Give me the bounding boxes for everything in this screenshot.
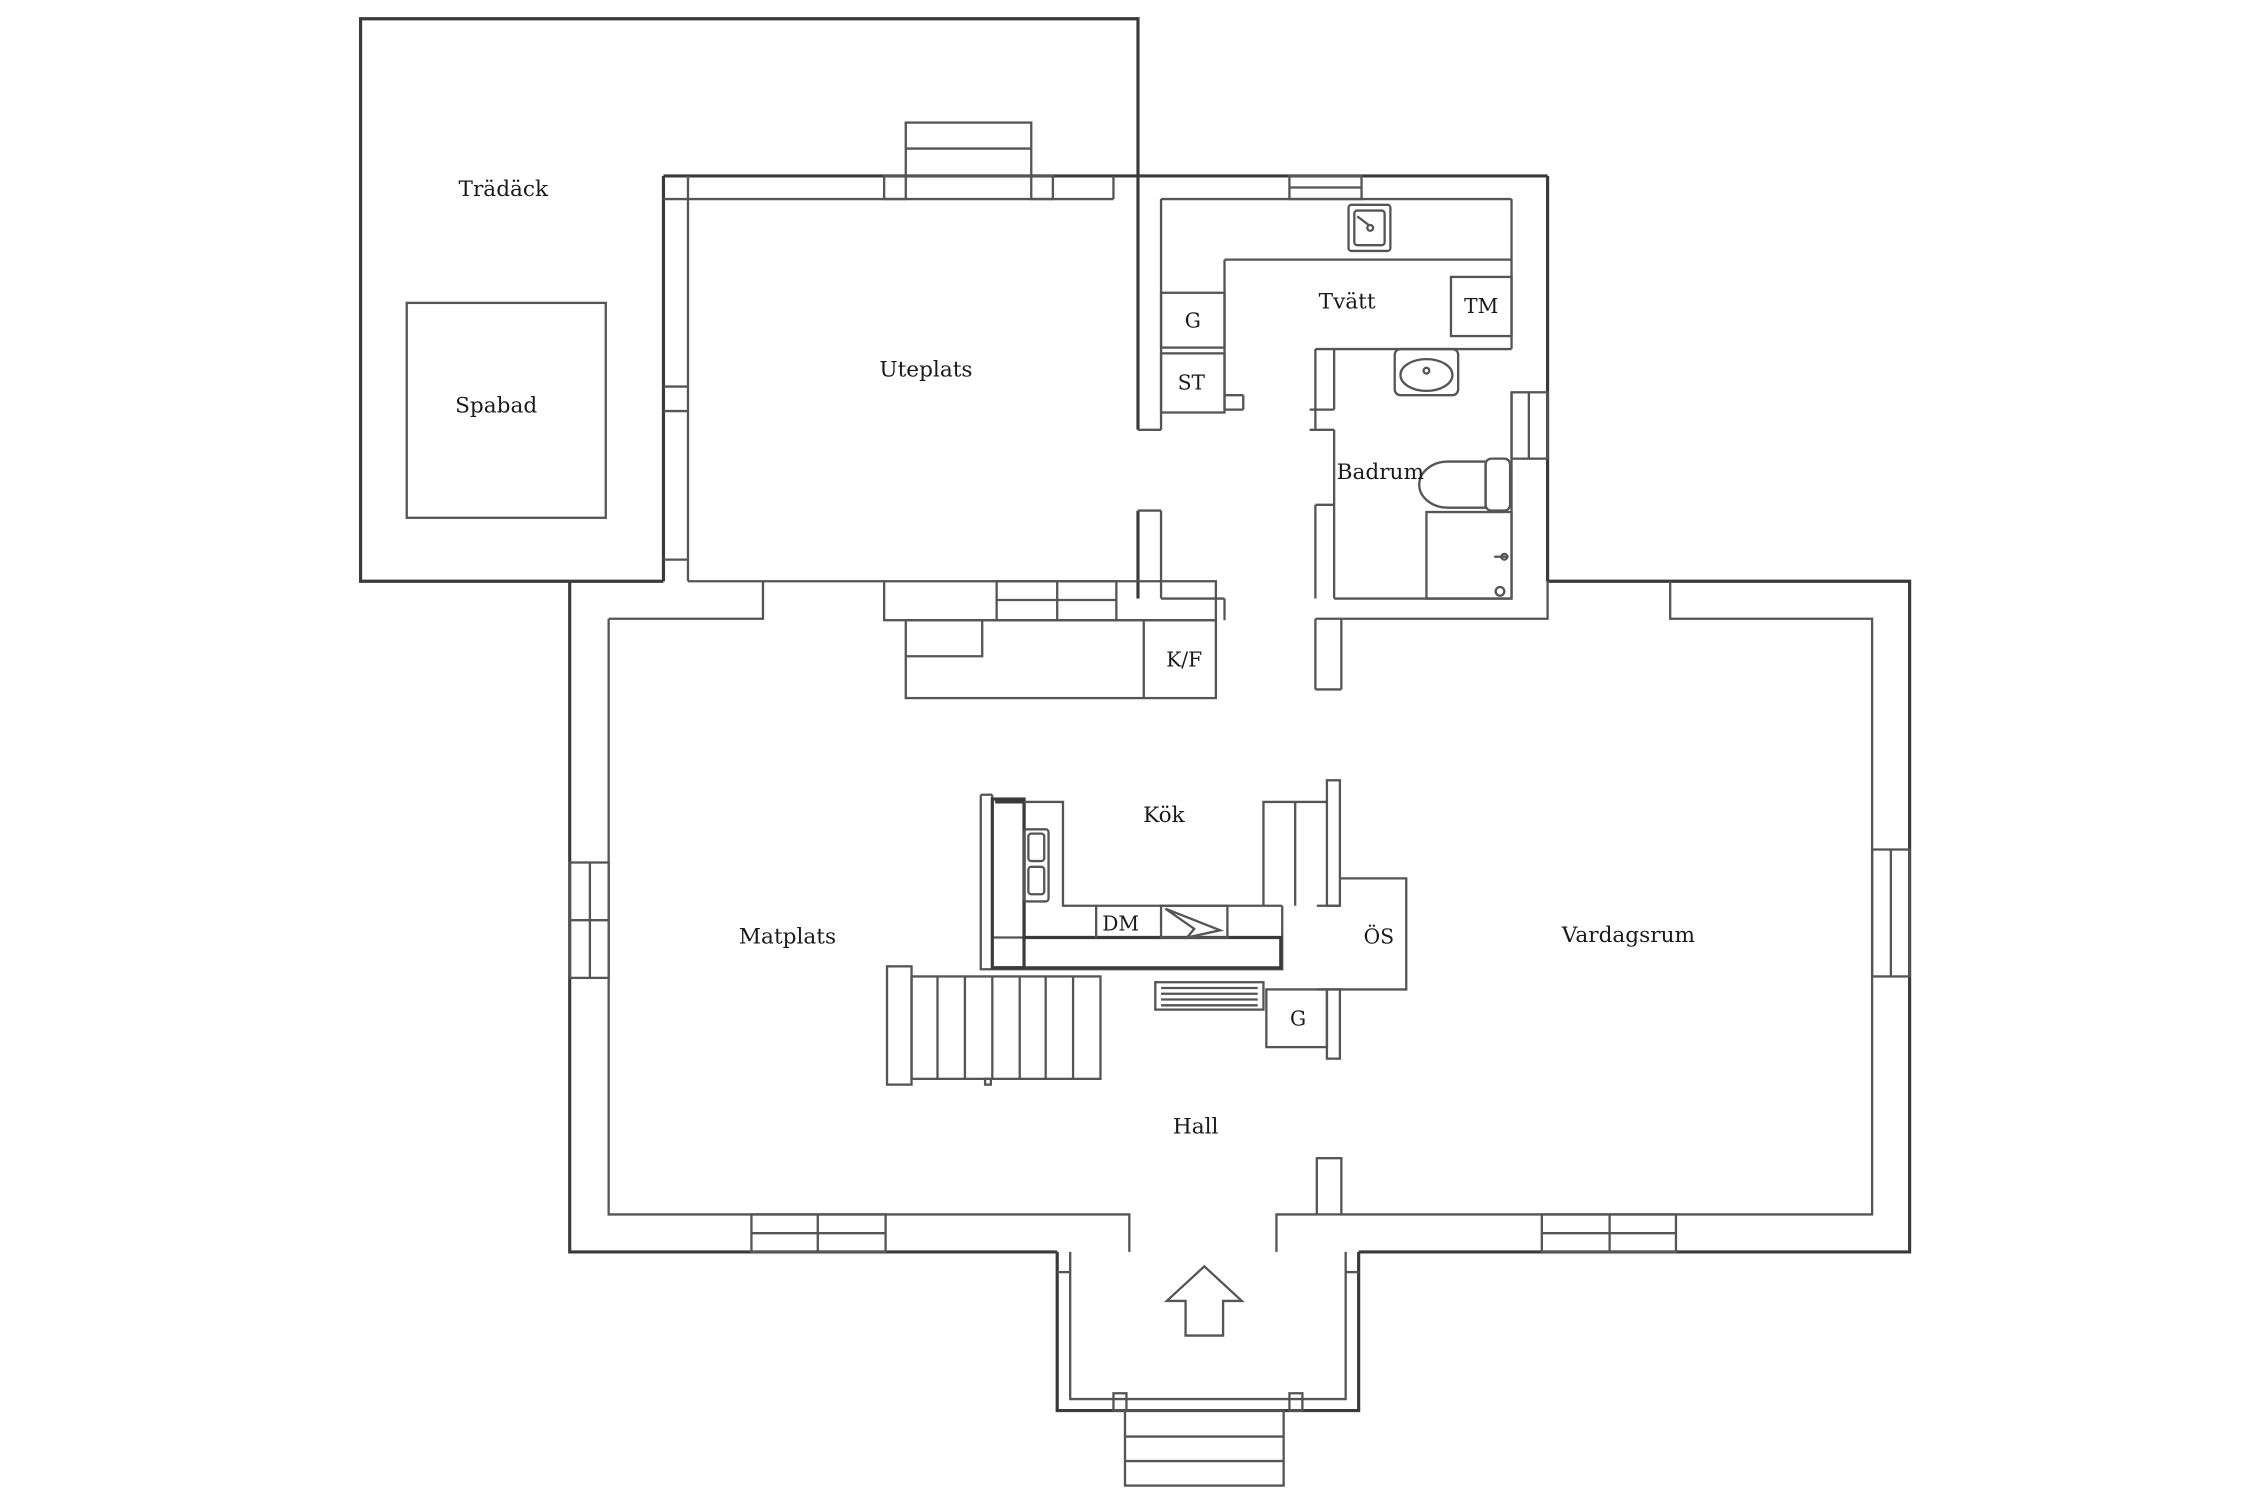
label-badrum: Badrum	[1337, 460, 1424, 485]
kitchen-island	[979, 779, 1408, 1060]
entrance-steps	[1123, 1409, 1285, 1487]
bathroom	[1309, 175, 1550, 600]
label-tm: TM	[1464, 294, 1498, 318]
shower-icon	[1425, 510, 1513, 600]
cabinet-g-box	[1159, 291, 1226, 349]
label-os: ÖS	[1364, 923, 1394, 948]
label-hall: Hall	[1173, 1115, 1219, 1140]
label-kok: Kök	[1143, 803, 1186, 828]
label-dm: DM	[1102, 911, 1139, 935]
label-g-laundry: G	[1185, 308, 1201, 332]
entrance-arrow-icon	[1163, 1264, 1245, 1337]
cabinet-st-box	[1159, 352, 1226, 414]
washbasin-icon	[1393, 347, 1460, 397]
label-kf: K/F	[1166, 647, 1202, 671]
toilet-icon	[1418, 457, 1512, 512]
label-matplats: Matplats	[739, 924, 836, 949]
kitchen-sink-icon	[1022, 828, 1050, 903]
stove-box	[1159, 904, 1229, 939]
deck	[358, 17, 1140, 583]
label-vardagsrum: Vardagsrum	[1561, 923, 1695, 948]
patio	[661, 121, 1163, 599]
label-uteplats: Uteplats	[879, 357, 972, 382]
cabinet-g-kitchen-box	[1265, 988, 1329, 1049]
tumble-dryer-box	[1449, 275, 1513, 338]
house-outline	[568, 579, 1912, 1254]
utility-sink-icon	[1347, 203, 1392, 253]
label-tradack: Trädäck	[459, 177, 550, 202]
label-st: ST	[1178, 370, 1206, 394]
label-spabad: Spabad	[455, 394, 537, 419]
room-labels: Trädäck Spabad Uteplats Tvätt Badrum Kök…	[455, 177, 1695, 1139]
label-g-kitchen: G	[1290, 1006, 1306, 1030]
kitchen-north-counter	[882, 580, 1343, 700]
laundry-room	[1137, 174, 1548, 414]
entrance-porch	[1055, 1251, 1361, 1487]
radiator-icon	[1154, 981, 1265, 1011]
label-tvatt: Tvätt	[1319, 290, 1376, 315]
staircase	[885, 965, 1102, 1086]
spa-tub-outline	[405, 301, 607, 519]
